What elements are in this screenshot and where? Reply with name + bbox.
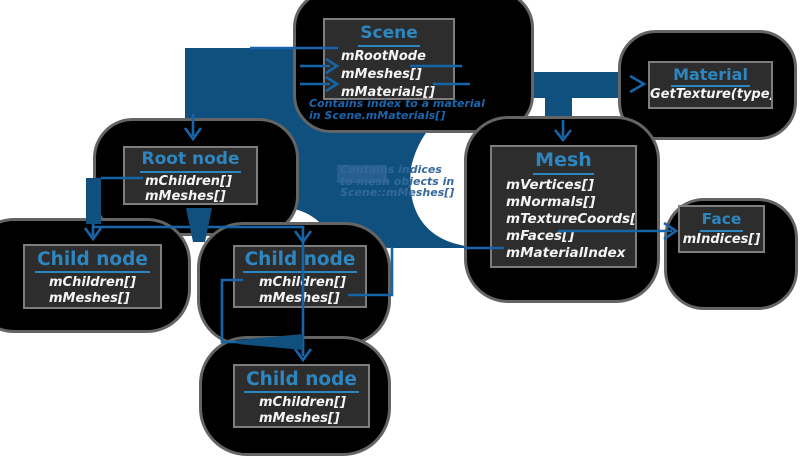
scene-box: Scene mRootNode mMeshes[] mMaterials[] (323, 18, 455, 100)
mesh-field-mnormals: mNormals[] (506, 193, 596, 210)
material-box: Material GetTexture(type) (648, 61, 773, 109)
child-node-left-title: Child node (35, 249, 150, 274)
child-mid-field-mmeshes: mMeshes[] (259, 291, 340, 307)
child-node-left-box: Child node mChildren[] mMeshes[] (23, 244, 162, 309)
child-bottom-field-mchildren: mChildren[] (259, 395, 346, 411)
material-index-annotation-line2: in Scene.mMaterials[] (309, 109, 446, 122)
mesh-box: Mesh mVertices[] mNormals[] mTextureCoor… (490, 145, 637, 268)
shadow-blob-face (664, 198, 798, 310)
mesh-indices-annotation-line1: Contains indices (340, 163, 442, 176)
face-field-mindices: mIndices[] (682, 231, 761, 247)
mesh-indices-annotation-line3: Scene::mMeshes[] (340, 186, 455, 199)
scene-title: Scene (358, 23, 420, 47)
mesh-field-mtexturecoords: mTextureCoords[] (506, 210, 637, 227)
root-field-mmeshes: mMeshes[] (145, 188, 226, 204)
child-bottom-field-mmeshes: mMeshes[] (259, 411, 340, 427)
material-field-gettexture: GetTexture(type) (650, 87, 773, 103)
mesh-field-mmaterialindex: mMaterialIndex (506, 244, 626, 261)
scene-field-mmeshes: mMeshes[] (341, 66, 422, 82)
child-mid-field-mchildren: mChildren[] (259, 275, 346, 291)
mesh-title: Mesh (533, 149, 594, 175)
root-field-mchildren: mChildren[] (145, 173, 232, 189)
material-index-annotation: Contains index to a material in Scene.mM… (309, 98, 485, 122)
root-node-title: Root node (139, 149, 242, 173)
face-box: Face mIndices[] (678, 205, 765, 253)
child-left-field-mmeshes: mMeshes[] (49, 291, 130, 307)
material-title: Material (671, 65, 750, 88)
child-node-bottom-box: Child node mChildren[] mMeshes[] (233, 364, 370, 428)
mesh-indices-annotation: Contains indices to mesh objects in Scen… (340, 164, 454, 199)
child-node-middle-title: Child node (242, 249, 358, 274)
scene-field-mrootnode: mRootNode (341, 48, 426, 64)
root-node-box: Root node mChildren[] mMeshes[] (123, 146, 258, 205)
face-title: Face (699, 210, 744, 232)
child-left-field-mchildren: mChildren[] (49, 275, 136, 291)
mesh-field-mfaces: mFaces[] (506, 227, 575, 244)
child-node-middle-box: Child node mChildren[] mMeshes[] (233, 245, 367, 308)
child-node-bottom-title: Child node (244, 369, 359, 394)
mesh-field-mvertices: mVertices[] (506, 176, 594, 193)
